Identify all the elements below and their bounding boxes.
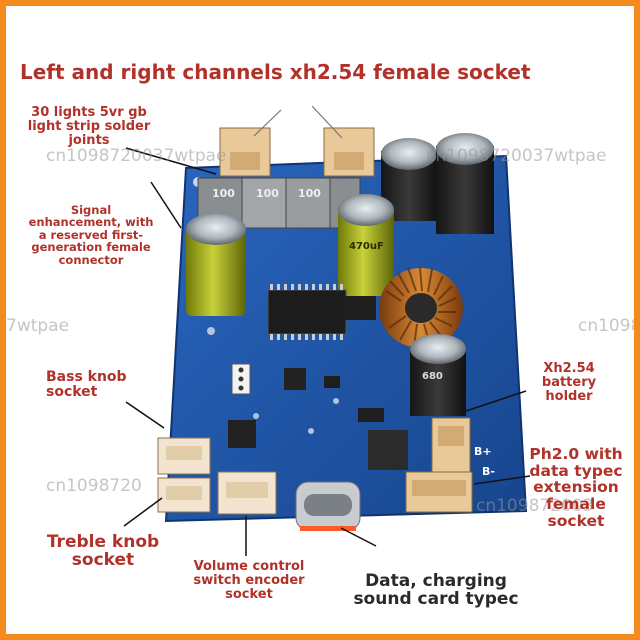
watermark-1: cn1098720037wtpae: [46, 146, 227, 166]
battery-holder: [431, 417, 471, 475]
usb-typec-port: [295, 481, 361, 531]
volume-encoder-socket: [217, 471, 277, 515]
inductor-marking-3: 100: [298, 187, 321, 200]
title-arrows: [253, 105, 343, 139]
watermark-3: 7wtpae: [6, 316, 70, 336]
small-ic-2: [284, 368, 306, 390]
page-title: Left and right channels xh2.54 female so…: [20, 60, 531, 84]
treble-socket: [157, 477, 211, 513]
label-bass: Bass knob socket: [46, 369, 127, 401]
watermark-4: cn1098: [578, 316, 640, 336]
watermark-6: cn109872003: [476, 496, 594, 516]
inductor-marking: 100: [212, 187, 235, 200]
capacitor-black-2: [436, 133, 494, 234]
small-ic-3: [228, 420, 256, 448]
watermark-2: cn1098720037wtpae: [426, 146, 607, 166]
xh254-socket-right: [323, 127, 375, 177]
ph20-socket: [405, 471, 473, 513]
xh254-socket-left: [219, 127, 271, 177]
label-ph20: Ph2.0 with data typec extension female s…: [529, 445, 623, 530]
cap-marking: 470uF: [349, 241, 384, 252]
capacitor-green-left: [186, 213, 246, 316]
toroid-coil: [379, 266, 463, 348]
capacitor-black-3: [410, 334, 466, 416]
amplifier-ic: [267, 284, 347, 340]
watermark-5: cn1098720: [46, 476, 142, 496]
power-inductor: [368, 430, 408, 470]
bass-socket: [157, 437, 211, 475]
board-illustration: [123, 105, 531, 556]
reserved-header: [231, 363, 251, 395]
small-ic-4: [358, 408, 384, 422]
label-light-strip: 30 lights 5vr gb light strip solder join…: [27, 105, 151, 149]
label-volume: Volume control switch encoder socket: [193, 559, 305, 603]
capacitor-green-mid: [338, 194, 394, 296]
cap-marking-2: 680: [422, 371, 443, 382]
b-minus-marking: B-: [482, 465, 495, 478]
small-ic-5: [324, 376, 340, 388]
label-data-charging: Data, charging sound card typec: [353, 571, 519, 610]
pointer-lines: [123, 147, 531, 556]
label-treble: Treble knob socket: [46, 532, 160, 571]
label-signal: Signal enhancement, with a reserved firs…: [28, 203, 154, 267]
small-ic-1: [344, 296, 376, 320]
inductor-marking-2: 100: [256, 187, 279, 200]
label-battery: Xh2.54 battery holder: [541, 361, 597, 405]
b-plus-marking: B+: [474, 445, 492, 458]
